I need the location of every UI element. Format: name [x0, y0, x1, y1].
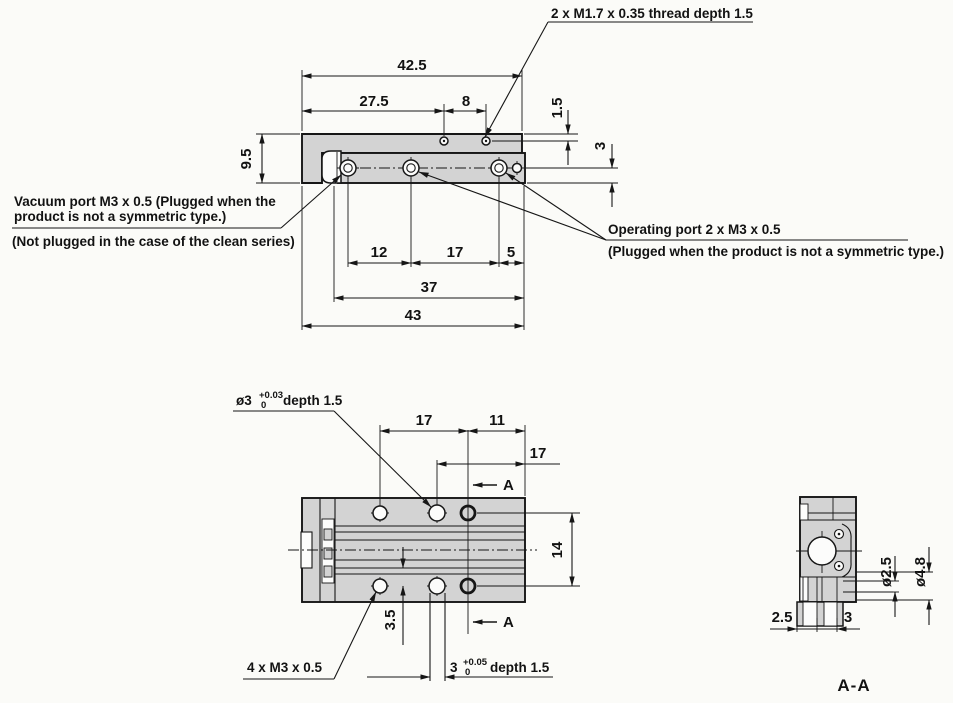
operating-port-hole	[400, 157, 422, 179]
dowel-note-dia: ø3	[236, 393, 252, 408]
m3-note-leader	[333, 591, 377, 680]
dim-edge-offset: 11	[489, 412, 505, 429]
dim-port-edge: 3	[592, 142, 609, 150]
operating-port-hole	[488, 157, 510, 179]
section-marker-top: A	[503, 477, 514, 494]
dim-hole-offset: 27.5	[359, 93, 388, 110]
section-view-body	[796, 496, 893, 627]
bottom-view-notes: ø3 +0.03 0 depth 1.5 4 x M3 x 0.5 3 +0.0…	[233, 390, 550, 680]
dimension-lines	[367, 428, 575, 680]
vacuum-port-hole	[337, 157, 359, 179]
section-view-dimensions: ø2.5 ø4.8 2.5 3	[770, 547, 933, 632]
top-view-body-plate	[301, 133, 523, 184]
dim-body-height: 9.5	[238, 149, 255, 170]
dimension-lines	[770, 547, 932, 632]
m3-note: 4 x M3 x 0.5	[247, 660, 323, 675]
through-hole	[459, 577, 477, 595]
dim-row-pitch: 14	[549, 541, 566, 558]
dim-port-p2: 17	[447, 244, 464, 261]
dowel-note-leader	[333, 410, 432, 508]
dowel-note-depth: depth 1.5	[283, 393, 343, 408]
top-view: 42.5 27.5 8 1.5 3 9.5 12 17 5 37 43 2 x …	[12, 6, 944, 330]
thread-note: 2 x M1.7 x 0.35 thread depth 1.5	[551, 6, 753, 21]
piston-rod	[843, 571, 893, 601]
dim-wall-b: 3	[844, 609, 852, 626]
vacuum-note-leader	[280, 174, 342, 229]
top-view-holes	[337, 136, 524, 179]
dim-dowel-to-edge: 17	[530, 445, 547, 462]
dimension-lines	[259, 73, 615, 329]
dim-hole-pitch: 8	[462, 93, 470, 110]
vacuum-note-line1: Vacuum port M3 x 0.5 (Plugged when the	[14, 194, 276, 209]
slot-note-tol-minus: 0	[465, 667, 470, 678]
dim-thread-edge: 1.5	[549, 98, 566, 119]
slot-note-width: 3	[450, 660, 458, 675]
vacuum-note-line2: product is not a symmetric type.)	[14, 209, 226, 224]
cylinder-bore	[807, 536, 837, 566]
operating-note-leader	[418, 171, 607, 241]
dim-port-p3: 5	[507, 244, 515, 261]
m17-thread-hole-center	[484, 139, 488, 143]
operating-note-leader	[505, 172, 607, 241]
bottom-view-body	[288, 430, 537, 634]
dowel-hole	[427, 460, 447, 523]
operating-note-line1: Operating port 2 x M3 x 0.5	[608, 222, 781, 237]
bottom-view: 17 11 17 14 3.5 A A ø3 +0.03 0 depth 1.5…	[233, 390, 580, 681]
section-view: ø2.5 ø4.8 2.5 3 A-A	[770, 496, 933, 695]
bottom-view-holes	[371, 460, 477, 681]
dim-slide-length: 37	[421, 279, 438, 296]
through-hole	[459, 504, 477, 522]
dim-rail-offset: 3.5	[382, 610, 399, 631]
pin-hole	[510, 161, 524, 175]
section-title: A-A	[837, 676, 870, 695]
m17-thread-hole-center	[442, 139, 446, 143]
extension-lines	[256, 70, 618, 330]
top-view-notes: 2 x M1.7 x 0.35 thread depth 1.5 Vacuum …	[12, 6, 944, 259]
dowel-note-tol-plus: +0.03	[259, 390, 283, 401]
dim-wall-a: 2.5	[772, 609, 793, 626]
slot-note-tol-plus: +0.05	[463, 657, 488, 668]
vacuum-note-line3: (Not plugged in the case of the clean se…	[12, 234, 295, 249]
section-notch	[799, 503, 809, 521]
dim-rod-dia: ø2.5	[878, 557, 895, 587]
section-notch	[799, 576, 809, 602]
locating-slot-hole	[427, 576, 447, 681]
m3-thread-hole	[371, 504, 389, 522]
guide-rails	[335, 525, 525, 575]
dowel-note-tol-minus: 0	[261, 400, 266, 411]
dim-total-length: 43	[405, 307, 422, 324]
thread-note-leader	[484, 21, 549, 138]
bottom-view-dimensions: 17 11 17 14 3.5 A A	[367, 412, 580, 680]
dim-overall-width: 42.5	[397, 57, 426, 74]
slot-note-depth: depth 1.5	[490, 660, 550, 675]
extension-lines	[379, 425, 580, 587]
dim-port-p1: 12	[371, 244, 388, 261]
dim-hole-pitch: 17	[416, 412, 433, 429]
screw-boss-outline	[841, 523, 852, 578]
section-marker-bottom: A	[503, 614, 514, 631]
operating-note-line2: (Plugged when the product is not a symme…	[608, 244, 944, 259]
top-view-dimensions: 42.5 27.5 8 1.5 3 9.5 12 17 5 37 43	[238, 57, 618, 330]
section-internal-walls	[802, 577, 838, 602]
m3-thread-hole	[371, 577, 389, 595]
dim-tube-dia: ø4.8	[912, 557, 929, 587]
